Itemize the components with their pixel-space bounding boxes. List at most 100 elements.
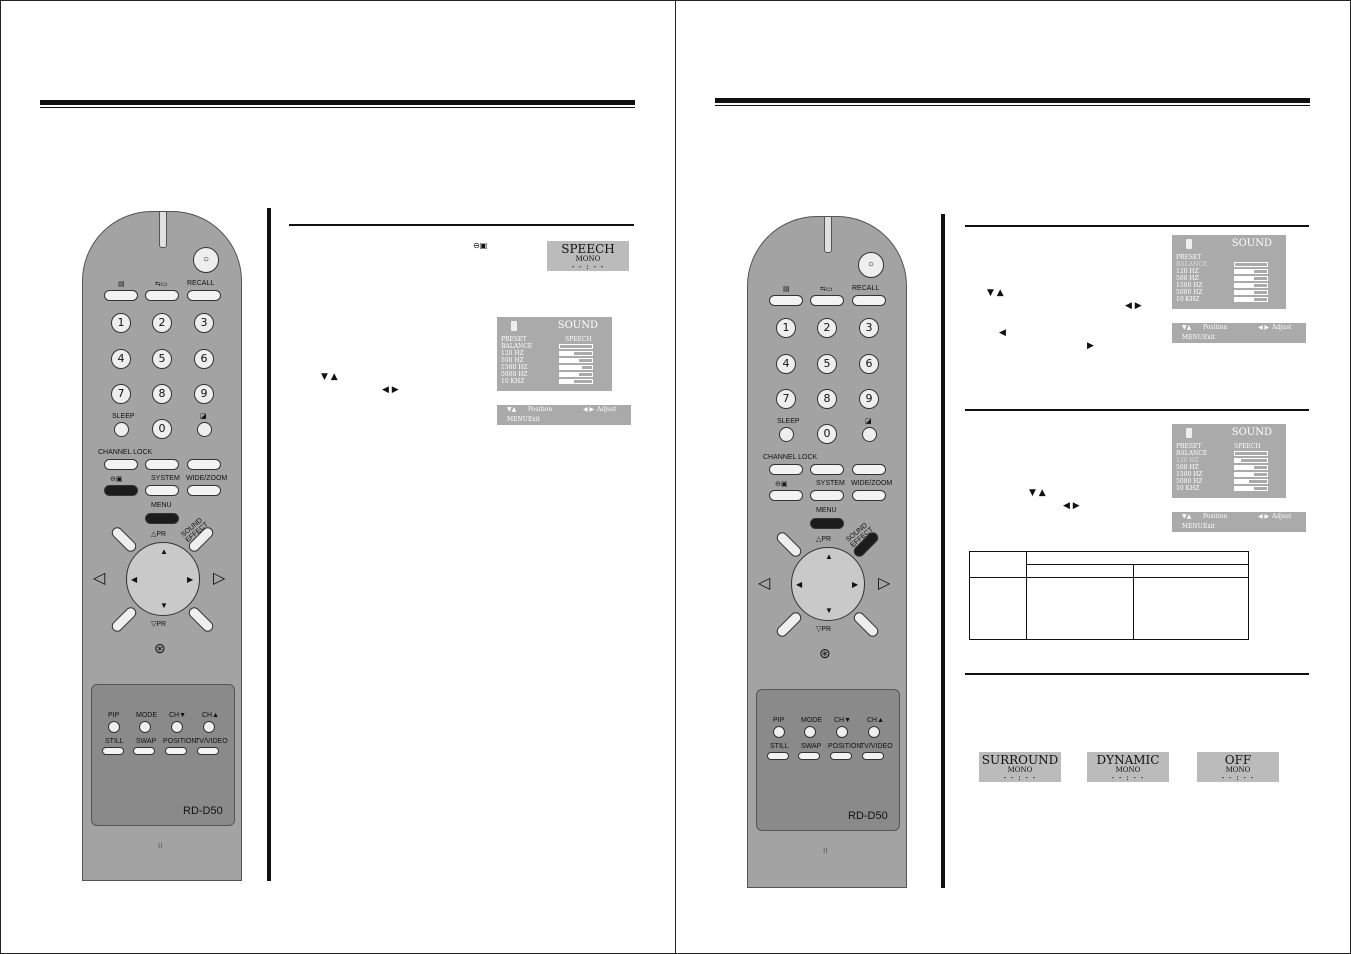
swap-button[interactable]	[133, 747, 155, 755]
navigation-pad[interactable]: ▲ ▼ ◀ ▶	[126, 542, 200, 616]
recall-button-right[interactable]	[852, 295, 886, 306]
right-page: ○ ▤ ⇆▭ RECALL 1 2 3 4 5 6 7 8 9 SLEEP 0 …	[675, 0, 1351, 954]
teletext-button-right[interactable]	[769, 295, 803, 306]
pad-down-icon-right[interactable]: ▼	[825, 606, 833, 615]
power-button-right[interactable]: ○	[858, 252, 884, 278]
mode-button[interactable]	[139, 721, 151, 733]
num-2[interactable]: 2	[152, 313, 172, 333]
ch-down-button[interactable]	[171, 721, 183, 733]
mode-button-right[interactable]	[804, 726, 816, 738]
num-3[interactable]: 3	[194, 313, 214, 333]
ch-up-button-right[interactable]	[868, 726, 880, 738]
num-0-right[interactable]: 0	[817, 424, 837, 444]
power-button[interactable]: ○	[193, 247, 219, 273]
tv-video-button-right[interactable]	[862, 752, 884, 760]
osd2-balance-bar	[1234, 451, 1268, 456]
br-diag-button-right[interactable]	[851, 610, 881, 639]
wide-zoom-label-right: WIDE/ZOOM	[851, 480, 893, 487]
sound-mode-button-right[interactable]	[769, 490, 803, 501]
recall-button[interactable]	[187, 290, 221, 301]
position-button[interactable]	[165, 747, 187, 755]
num-4-right[interactable]: 4	[776, 354, 796, 374]
num-2-right[interactable]: 2	[817, 318, 837, 338]
mute-diag-button-right[interactable]	[774, 610, 804, 639]
osd-clock: - - : - -	[571, 262, 605, 271]
num-6-right[interactable]: 6	[859, 354, 879, 374]
mode-diag-button-tl-right[interactable]	[774, 530, 804, 559]
help-exit-2: Exit	[1203, 523, 1216, 530]
pad-left-icon-right[interactable]: ◀	[796, 580, 803, 589]
mode-diag-button-tl[interactable]	[109, 525, 139, 554]
num-4[interactable]: 4	[111, 349, 131, 369]
osd2-row-500: 500 HZ	[1176, 464, 1199, 471]
ch-up-label-right: CH▲	[867, 717, 885, 724]
blank-button-1[interactable]	[145, 459, 179, 470]
sound-mode-button[interactable]	[104, 485, 138, 496]
pad-right-icon-right[interactable]: ▶	[852, 580, 859, 589]
num-5[interactable]: 5	[152, 349, 172, 369]
pip-swap-icon: ⇆▭	[155, 281, 168, 288]
channel-lock-label: CHANNEL LOCK	[98, 449, 153, 456]
pad-left-icon[interactable]: ◀	[131, 575, 138, 584]
pad-down-icon[interactable]: ▼	[160, 601, 168, 610]
tv-video-button[interactable]	[197, 747, 219, 755]
header-rule	[40, 100, 635, 105]
wide-zoom-button-right[interactable]	[852, 490, 886, 501]
num-3-right[interactable]: 3	[859, 318, 879, 338]
ch-down-label: CH▼	[169, 712, 187, 719]
num-5-right[interactable]: 5	[817, 354, 837, 374]
pad-up-icon[interactable]: ▲	[160, 547, 168, 556]
osd1-row-500: 500 HZ	[1176, 275, 1199, 282]
channel-lock-button[interactable]	[104, 459, 138, 470]
num-8[interactable]: 8	[152, 384, 172, 404]
picture-button-right[interactable]	[862, 427, 877, 442]
wide-zoom-button[interactable]	[187, 485, 221, 496]
num-9-right[interactable]: 9	[859, 389, 879, 409]
pip-button-top-right[interactable]	[810, 295, 844, 306]
osd2-eq-5000	[1234, 479, 1268, 484]
num-1[interactable]: 1	[111, 313, 131, 333]
function-icon-right: ⊛	[819, 645, 831, 661]
still-button[interactable]	[102, 747, 124, 755]
num-7[interactable]: 7	[111, 384, 131, 404]
num-7-right[interactable]: 7	[776, 389, 796, 409]
menu-button-right[interactable]	[810, 518, 844, 529]
wide-zoom-label: WIDE/ZOOM	[186, 475, 228, 482]
teletext-button[interactable]	[104, 290, 138, 301]
picture-button[interactable]	[197, 422, 212, 437]
section-divider	[267, 208, 271, 881]
grip-icon-right: ⁝⁝	[823, 848, 828, 855]
pip-button-top[interactable]	[145, 290, 179, 301]
pip-button[interactable]	[108, 721, 120, 733]
swap-label-right: SWAP	[801, 743, 822, 750]
blank-button-2-right[interactable]	[852, 464, 886, 475]
sleep-button[interactable]	[114, 422, 129, 437]
br-diag-button[interactable]	[186, 605, 216, 634]
system-button[interactable]	[145, 485, 179, 496]
mute-diag-button[interactable]	[109, 605, 139, 634]
blank-button-1-right[interactable]	[810, 464, 844, 475]
pip-button-right[interactable]	[773, 726, 785, 738]
navigation-pad-right[interactable]: ▲ ▼ ◀ ▶	[791, 547, 865, 621]
ch-down-button-right[interactable]	[836, 726, 848, 738]
system-button-right[interactable]	[810, 490, 844, 501]
position-button-right[interactable]	[830, 752, 852, 760]
swap-button-right[interactable]	[798, 752, 820, 760]
still-button-right[interactable]	[767, 752, 789, 760]
osd-sound-menu: SOUND PRESET SPEECH BALANCE 120 HZ 500 H…	[497, 317, 612, 391]
eq-bar-500	[559, 358, 593, 363]
channel-lock-button-right[interactable]	[769, 464, 803, 475]
num-9[interactable]: 9	[194, 384, 214, 404]
pad-right-icon[interactable]: ▶	[187, 575, 194, 584]
num-0[interactable]: 0	[152, 419, 172, 439]
sleep-button-right[interactable]	[779, 427, 794, 442]
pad-up-icon-right[interactable]: ▲	[825, 552, 833, 561]
blank-button-2[interactable]	[187, 459, 221, 470]
menu-button[interactable]	[145, 513, 179, 524]
off-mono: MONO	[1225, 766, 1251, 774]
osd1-row-5000: 5000 HZ	[1176, 289, 1203, 296]
num-6[interactable]: 6	[194, 349, 214, 369]
num-1-right[interactable]: 1	[776, 318, 796, 338]
ch-up-button[interactable]	[203, 721, 215, 733]
num-8-right[interactable]: 8	[817, 389, 837, 409]
